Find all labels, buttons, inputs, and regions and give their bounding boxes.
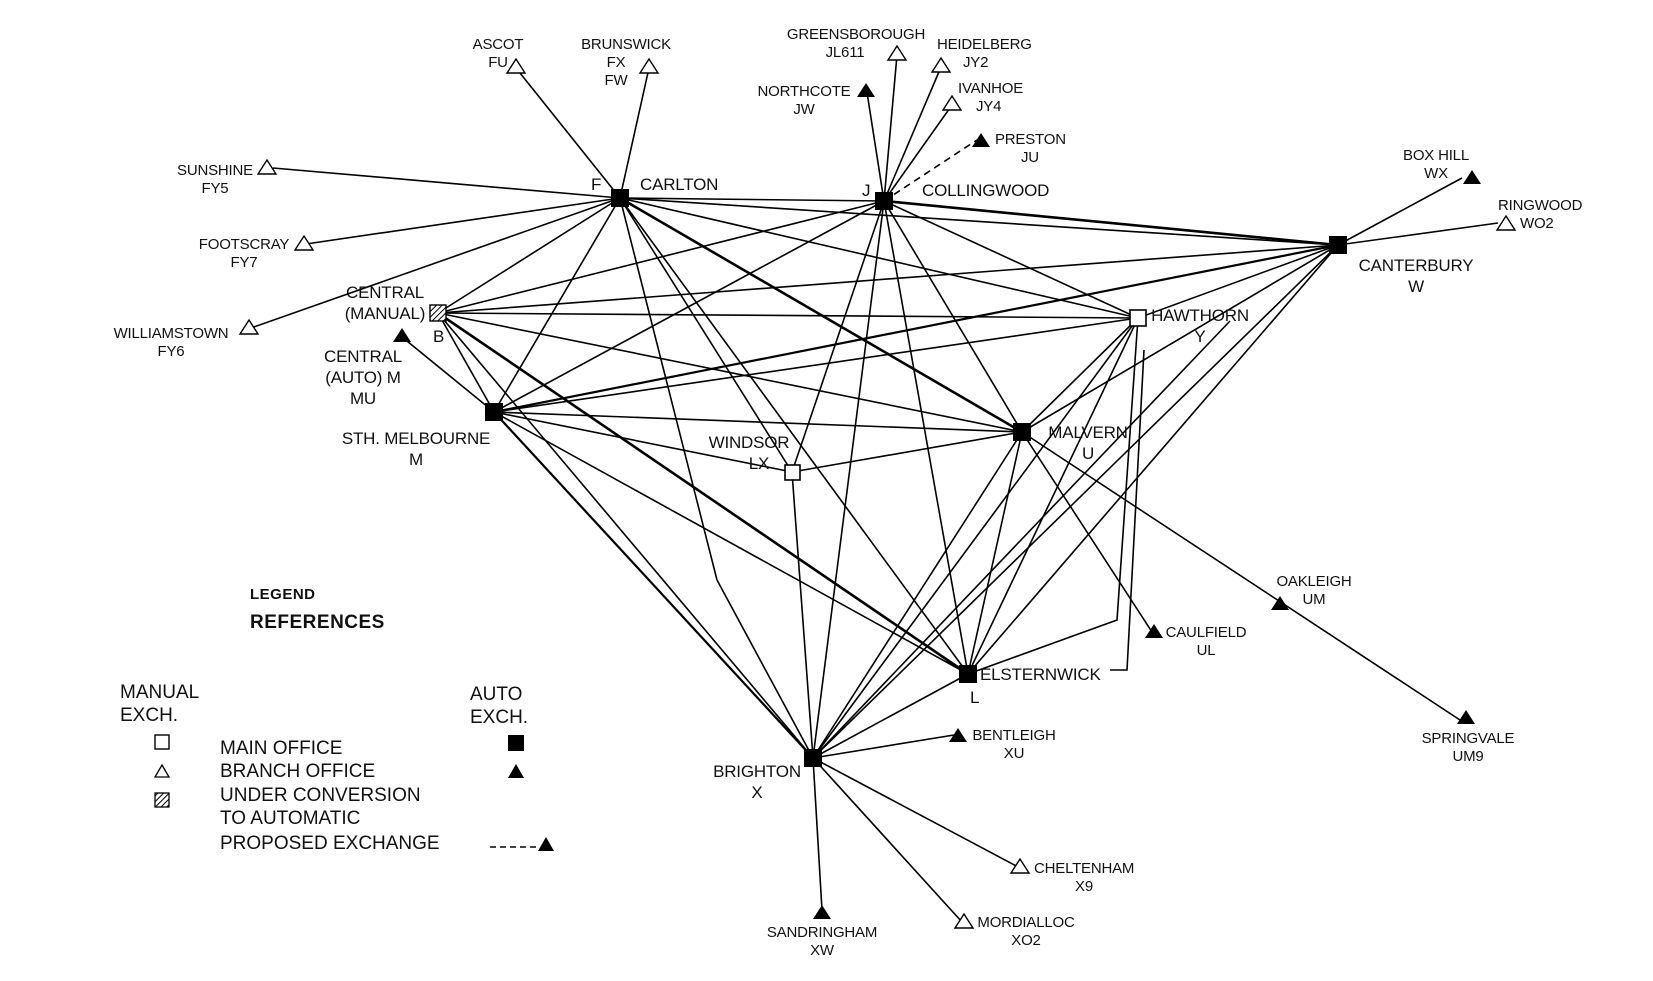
collingwood-marker <box>875 192 893 210</box>
preston-label: PRESTON JU <box>995 131 1066 166</box>
oakleigh-marker <box>1271 596 1289 610</box>
footscray-marker <box>293 234 315 251</box>
brunswick-marker <box>638 57 660 74</box>
greensborough-marker <box>886 44 908 61</box>
heidelberg-label: HEIDELBERG JY2 <box>937 36 1032 71</box>
elsternwick-marker <box>959 665 977 683</box>
legend-main-office: MAIN OFFICE <box>220 738 343 759</box>
carlton-code: F <box>591 175 602 194</box>
legend-auto-branch-icon <box>508 764 524 778</box>
legend-conversion-icon <box>154 792 170 808</box>
cheltenham-marker <box>1009 857 1031 874</box>
legend-subtitle: REFERENCES <box>250 612 385 633</box>
box-hill-label: BOX HILL WX <box>1403 147 1469 182</box>
legend-title: LEGEND <box>250 586 316 603</box>
brighton-label: BRIGHTON X <box>713 762 801 802</box>
springvale-label: SPRINGVALE UM9 <box>1421 730 1515 765</box>
legend-auto-header: AUTO EXCH. <box>470 684 529 728</box>
sth-melbourne-label: STH. MELBOURNE M <box>341 429 491 469</box>
sunshine-label: SUNSHINE FY5 <box>177 162 253 197</box>
central-manual-label: CENTRAL (MANUAL) <box>344 283 426 323</box>
legend-under-conversion: UNDER CONVERSION TO AUTOMATIC <box>220 785 421 829</box>
exchange-markers <box>238 44 1517 929</box>
mordialloc-label: MORDIALLOC XO2 <box>977 914 1075 949</box>
legend-proposed: PROPOSED EXCHANGE <box>220 833 440 854</box>
ringwood-label: RINGWOOD WO2 <box>1498 197 1583 232</box>
canterbury-marker <box>1329 236 1347 254</box>
bentleigh-label: BENTLEIGH XU <box>972 727 1056 762</box>
box-hill-marker <box>1463 170 1481 184</box>
brunswick-label: BRUNSWICK FX FW <box>581 36 671 89</box>
canterbury-label: CANTERBURY W <box>1358 256 1474 296</box>
central-manual-code: B <box>433 327 445 346</box>
sandringham-label: SANDRINGHAM XW <box>766 924 878 959</box>
elsternwick-code: L <box>970 688 980 707</box>
ivanhoe-label: IVANHOE JY4 <box>958 80 1024 115</box>
greensborough-label: GREENSBOROUGH JL611 <box>786 26 926 61</box>
bentleigh-marker <box>949 728 967 742</box>
trunk-lines <box>250 54 1499 923</box>
legend-proposed-icon <box>538 837 554 851</box>
legend-manual-branch-icon <box>153 763 171 778</box>
northcote-marker <box>857 83 875 97</box>
carlton-marker <box>611 189 629 207</box>
malvern-label: MALVERN U <box>1048 423 1128 463</box>
caulfield-label: CAULFIELD UL <box>1165 624 1247 659</box>
carlton-label: CARLTON <box>640 175 719 194</box>
central-auto-marker <box>393 328 411 342</box>
central-auto-label: CENTRAL (AUTO) M MU <box>324 347 402 408</box>
northcote-label: NORTHCOTE JW <box>757 83 851 118</box>
springvale-marker <box>1457 710 1475 724</box>
brighton-marker <box>804 749 822 767</box>
windsor-label: WINDSOR LX <box>708 433 790 473</box>
ascot-label: ASCOT FU <box>472 36 524 71</box>
mordialloc-marker <box>953 912 975 929</box>
legend-branch-office: BRANCH OFFICE <box>220 761 376 782</box>
sandringham-marker <box>813 905 831 919</box>
sth-melbourne-marker <box>485 403 503 421</box>
ivanhoe-marker <box>941 94 963 111</box>
collingwood-label: COLLINGWOOD <box>922 181 1050 200</box>
caulfield-marker <box>1145 624 1163 638</box>
collingwood-code: J <box>862 181 871 200</box>
ascot-marker <box>505 57 527 74</box>
ringwood-marker <box>1495 214 1517 231</box>
preston-marker <box>972 133 990 147</box>
malvern-marker <box>1013 423 1031 441</box>
legend-manual-main-icon <box>154 734 170 750</box>
elsternwick-label: ELSTERNWICK <box>980 665 1101 684</box>
footscray-label: FOOTSCRAY FY7 <box>198 236 290 271</box>
cheltenham-label: CHELTENHAM X9 <box>1034 860 1135 895</box>
heidelberg-marker <box>930 56 952 73</box>
williamstown-marker <box>238 318 260 335</box>
central-manual-marker <box>429 304 447 322</box>
hawthorn-marker <box>1129 309 1147 327</box>
legend-manual-header: MANUAL EXCH. <box>120 682 200 726</box>
windsor-marker <box>784 464 801 481</box>
legend-symbols <box>153 734 554 851</box>
hawthorn-label: HAWTHORN Y <box>1151 306 1249 346</box>
legend-auto-main-icon <box>508 735 524 751</box>
williamstown-label: WILLIAMSTOWN FY6 <box>113 325 229 360</box>
sunshine-marker <box>256 158 278 175</box>
oakleigh-label: OAKLEIGH UM <box>1276 573 1352 608</box>
